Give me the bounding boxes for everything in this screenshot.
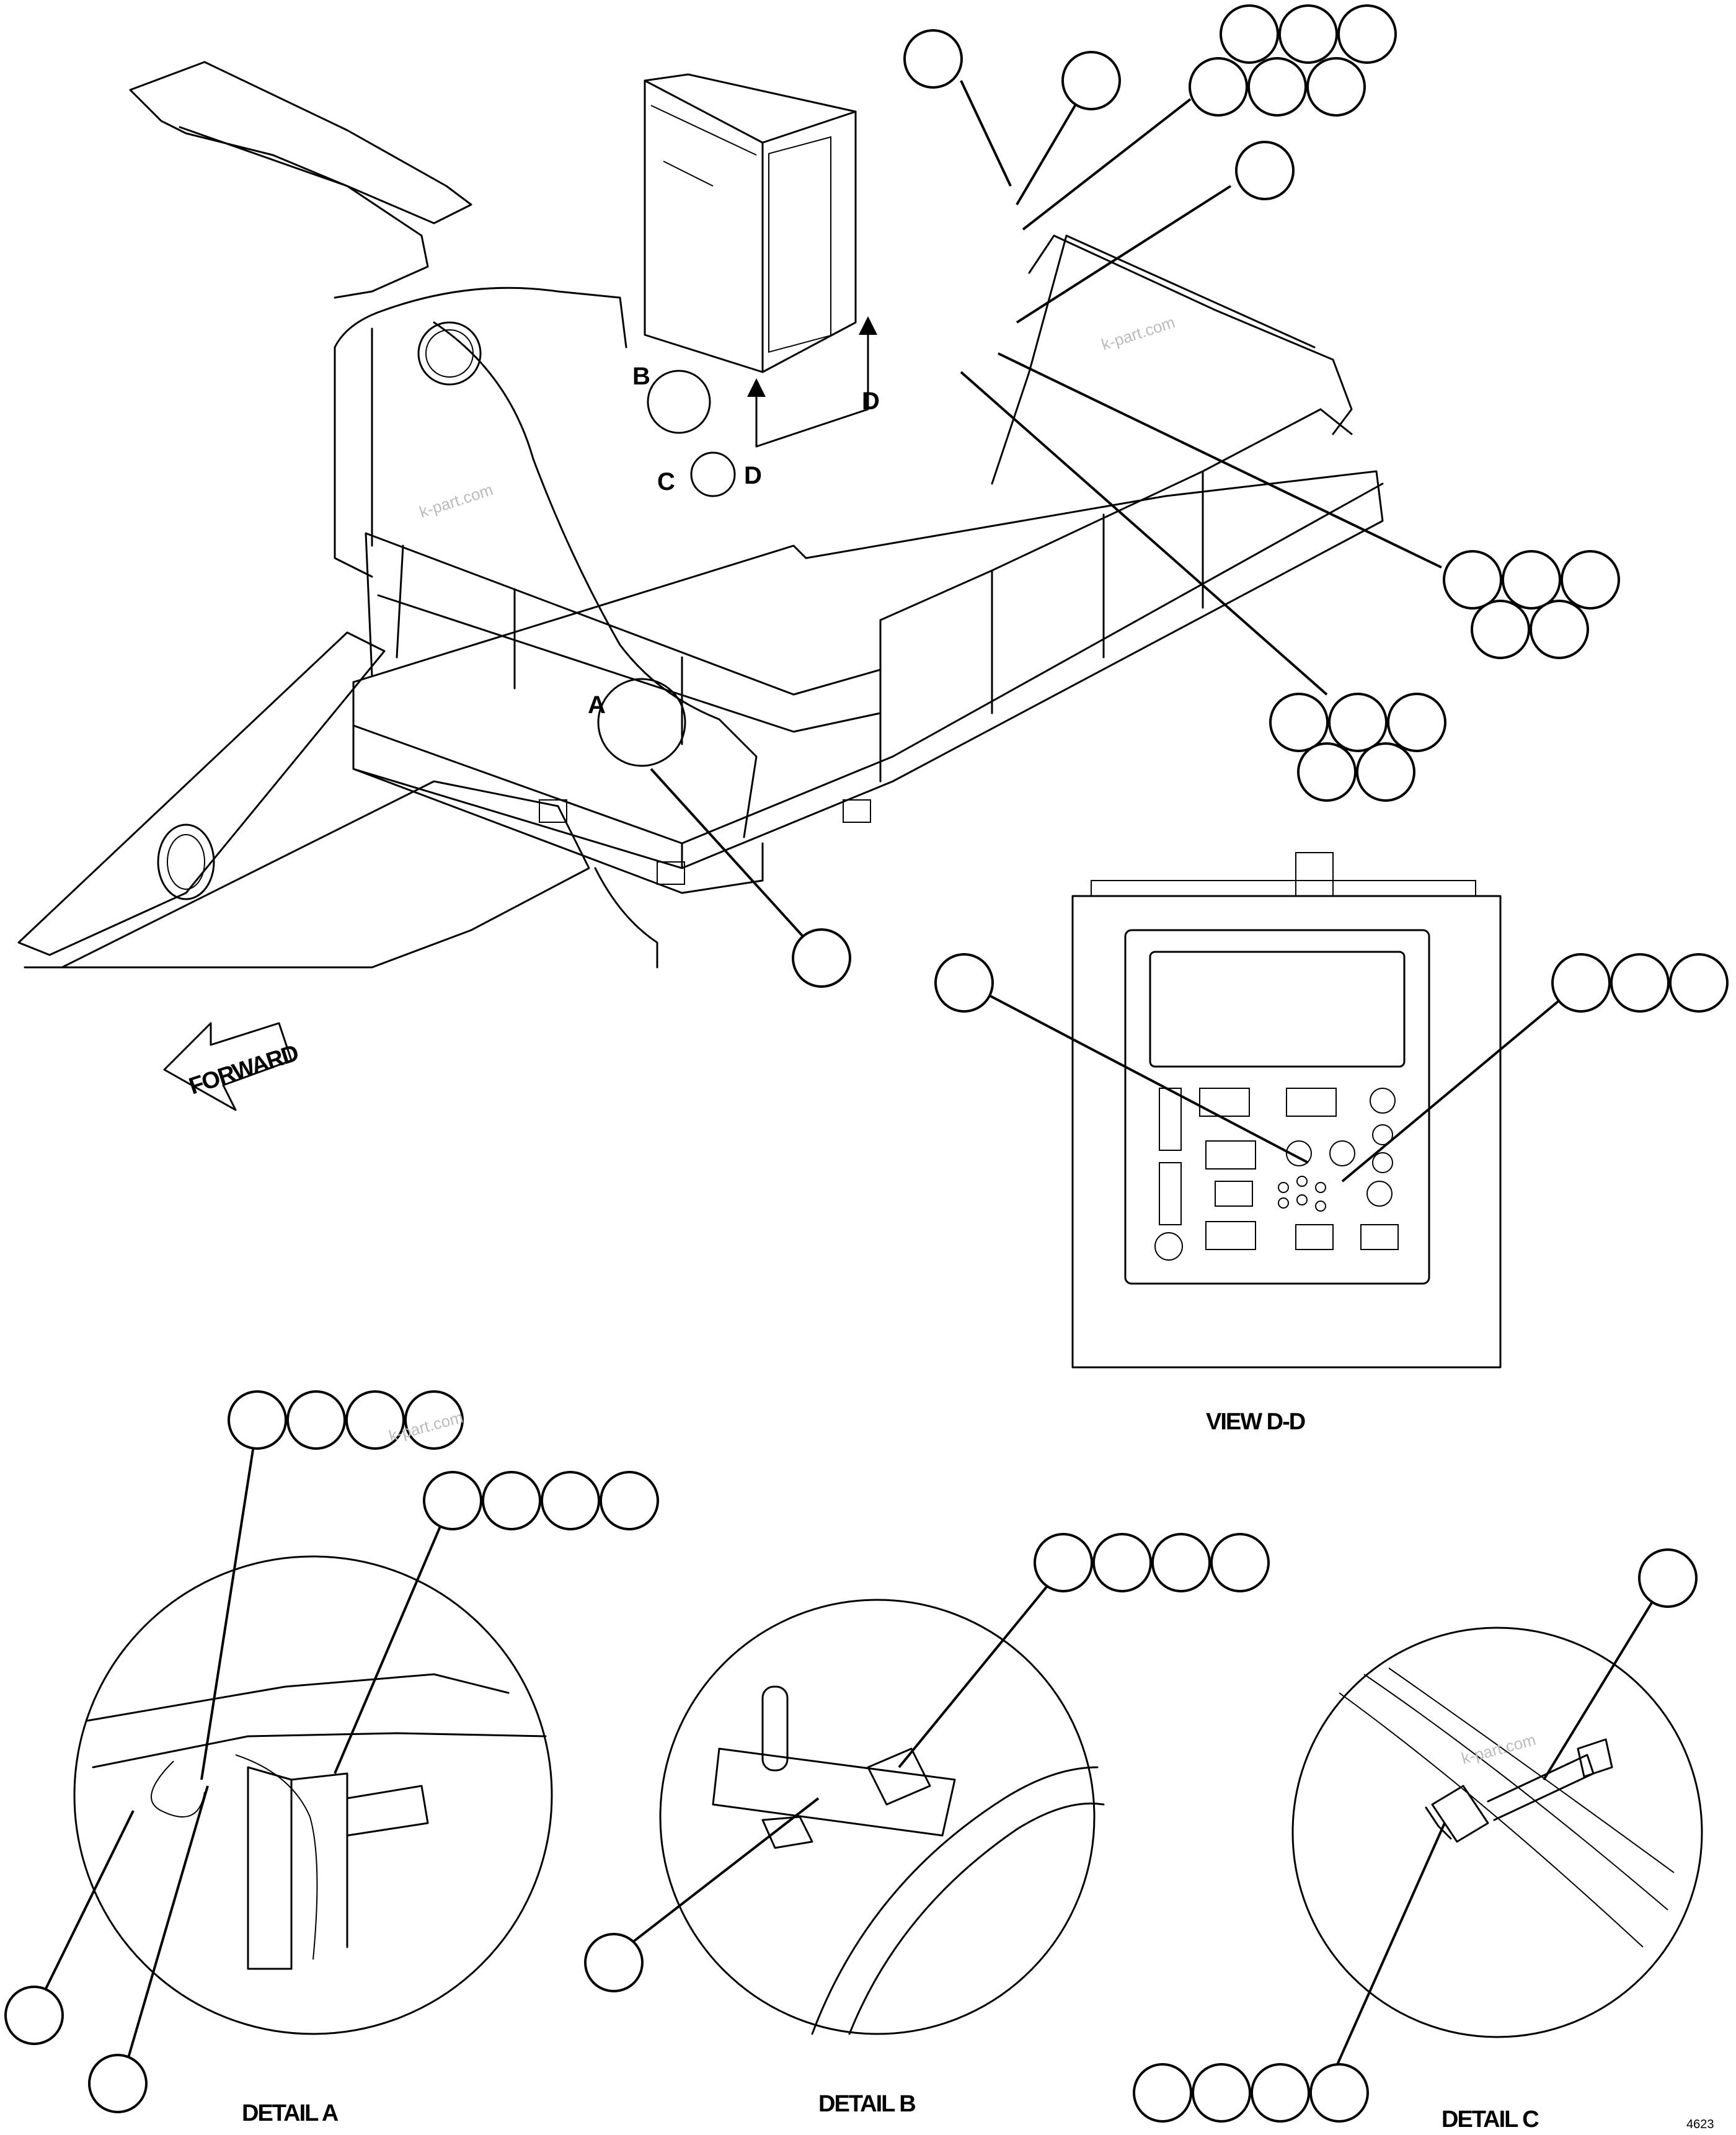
forward-arrow: FORWARD [163,1022,301,1111]
detail-callout-label-c: C [657,468,675,495]
caption-detail-a: DETAIL A [242,2100,339,2126]
view-arrow-label-d: D [862,388,880,415]
main-isometric-view: D B C D A k-part.com k-part.com [17,61,1384,969]
detail-a: k-part.com DETAIL A [4,1390,659,2126]
detail-c: k-part.com DETAIL C [1133,1548,1703,2133]
callout-balloons-main [650,4,1620,988]
sheet-id: 4623 [1686,2118,1714,2131]
watermark-text: k-part.com [1099,313,1177,353]
detail-callout-label-a: A [588,691,606,719]
electrical-cabinet [644,73,857,373]
watermark-text: k-part.com [417,480,495,521]
detail-callout-label-b: B [632,363,650,390]
forward-label: FORWARD [186,1040,301,1099]
caption-detail-c: DETAIL C [1442,2106,1539,2133]
caption-view-dd: VIEW D-D [1206,1409,1305,1435]
connector-block [1154,1088,1399,1261]
detail-b: DETAIL B [584,1533,1270,2117]
detail-callout-label-d: D [744,462,762,489]
view-dd: VIEW D-D [934,852,1729,1435]
watermark-text: k-part.com [1459,1730,1538,1768]
caption-detail-b: DETAIL B [818,2091,915,2117]
